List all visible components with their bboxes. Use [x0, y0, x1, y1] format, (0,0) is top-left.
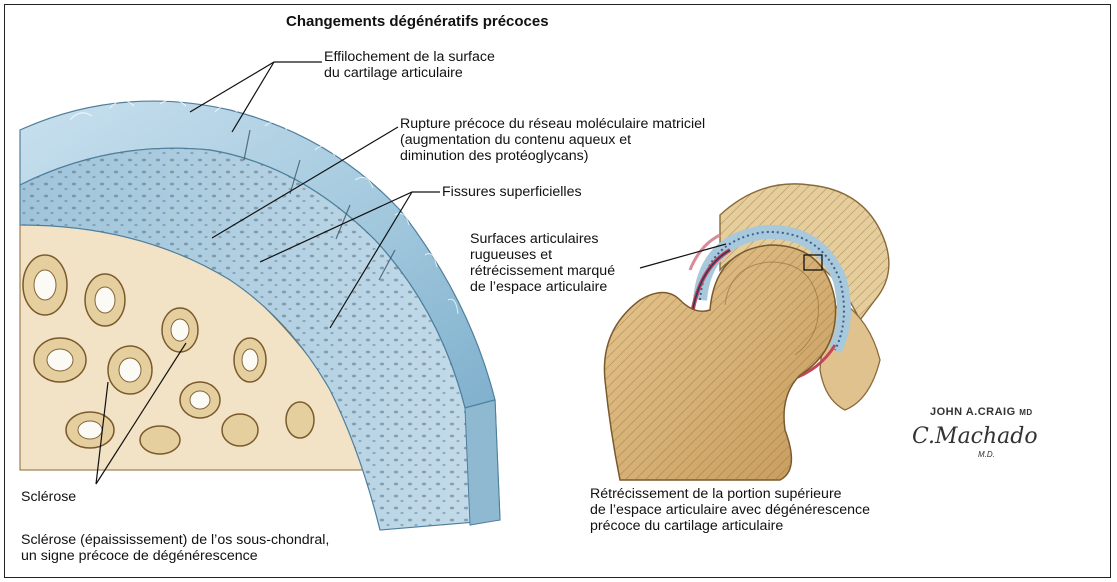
label-line: précoce du cartilage articulaire [590, 518, 870, 534]
cartilage-side [465, 400, 500, 525]
label-line: Sclérose (épaississement) de l’os sous-c… [21, 532, 329, 548]
artist-signature-craig: JOHN A.CRAIG MD [930, 406, 1033, 418]
cartilage-block [20, 99, 500, 530]
label-line: (augmentation du contenu aqueux et [400, 132, 705, 148]
label-line: du cartilage articulaire [324, 65, 495, 81]
signature-suffix: MD [1019, 408, 1032, 417]
hip-joint [604, 184, 888, 480]
label-line: Effilochement de la surface [324, 49, 495, 65]
label-line: diminution des protéoglycans) [400, 148, 705, 164]
label-sclerose-long: Sclérose (épaississement) de l’os sous-c… [21, 532, 329, 564]
label-line: de l’espace articulaire avec dégénéresce… [590, 502, 870, 518]
label-line: rugueuses et [470, 247, 615, 263]
label-retrecissement: Rétrécissement de la portion supérieure … [590, 486, 870, 534]
label-rupture: Rupture précoce du réseau moléculaire ma… [400, 116, 705, 164]
label-line: Rupture précoce du réseau moléculaire ma… [400, 116, 705, 132]
signature-name: JOHN A.CRAIG [930, 406, 1016, 418]
artist-signature-md: M.D. [978, 450, 995, 459]
label-effilochement: Effilochement de la surface du cartilage… [324, 49, 495, 81]
artist-signature-machado: C.Machado [912, 424, 1038, 449]
label-line: Rétrécissement de la portion supérieure [590, 486, 870, 502]
label-fissures: Fissures superficielles [442, 184, 582, 200]
label-line: rétrécissement marqué [470, 263, 615, 279]
label-surfaces: Surfaces articulaires rugueuses et rétré… [470, 231, 615, 295]
label-sclerose-short: Sclérose [21, 489, 76, 505]
label-line: Surfaces articulaires [470, 231, 615, 247]
label-line: de l’espace articulaire [470, 279, 615, 295]
figure-title: Changements dégénératifs précoces [286, 13, 549, 30]
label-line: un signe précoce de dégénérescence [21, 548, 329, 564]
